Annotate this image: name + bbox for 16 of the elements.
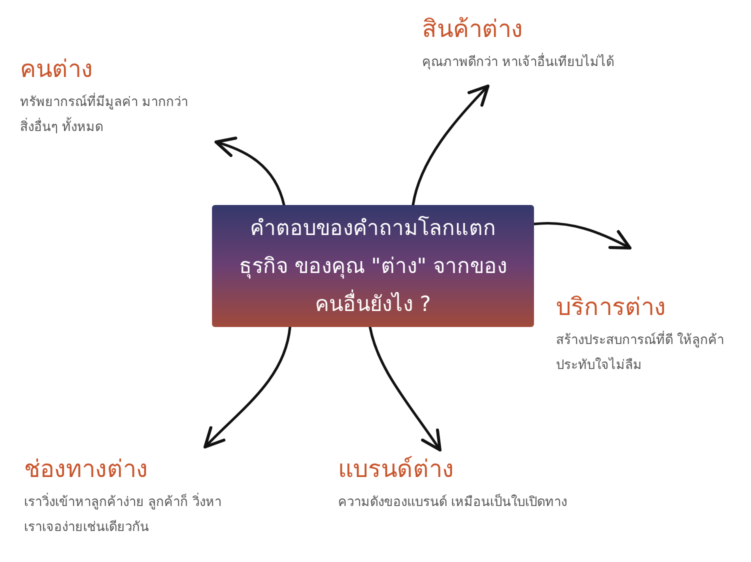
heading: สินค้าต่าง <box>422 14 523 45</box>
heading: แบรนด์ต่าง <box>338 454 454 485</box>
arrow <box>532 222 632 250</box>
heading: คนต่าง <box>20 54 93 85</box>
heading: บริการต่าง <box>556 292 666 323</box>
arrow <box>368 326 442 452</box>
arrow <box>412 84 490 206</box>
arrow <box>204 326 292 448</box>
title-banner: คำตอบของคำถามโลกแตก ธุรกิจ ของคุณ "ต่าง" จากของคนอื่นยังไง ? <box>212 205 534 327</box>
heading: ช่องทางต่าง <box>24 454 148 485</box>
description: เราวิ่งเข้าหาลูกค้าง่าย ลูกค้าก็ วิ่งหาเราเจอง่ายเช่นเดียวกัน <box>24 490 234 540</box>
description: ทรัพยากรณ์ที่มีมูลค่า มากกว่าสิ่งอื่นๆ ทั้งหมด <box>20 90 200 140</box>
description: คุณภาพดีกว่า หาเจ้าอื่นเทียบไม่ได้ <box>422 50 662 75</box>
description: ความดังของแบรนด์ เหมือนเป็นใบเปิดทาง <box>338 492 568 512</box>
description: สร้างประสบการณ์ที่ดี ให้ลูกค้าประทับใจไม่ลืม <box>556 328 731 378</box>
arrow <box>214 137 286 206</box>
